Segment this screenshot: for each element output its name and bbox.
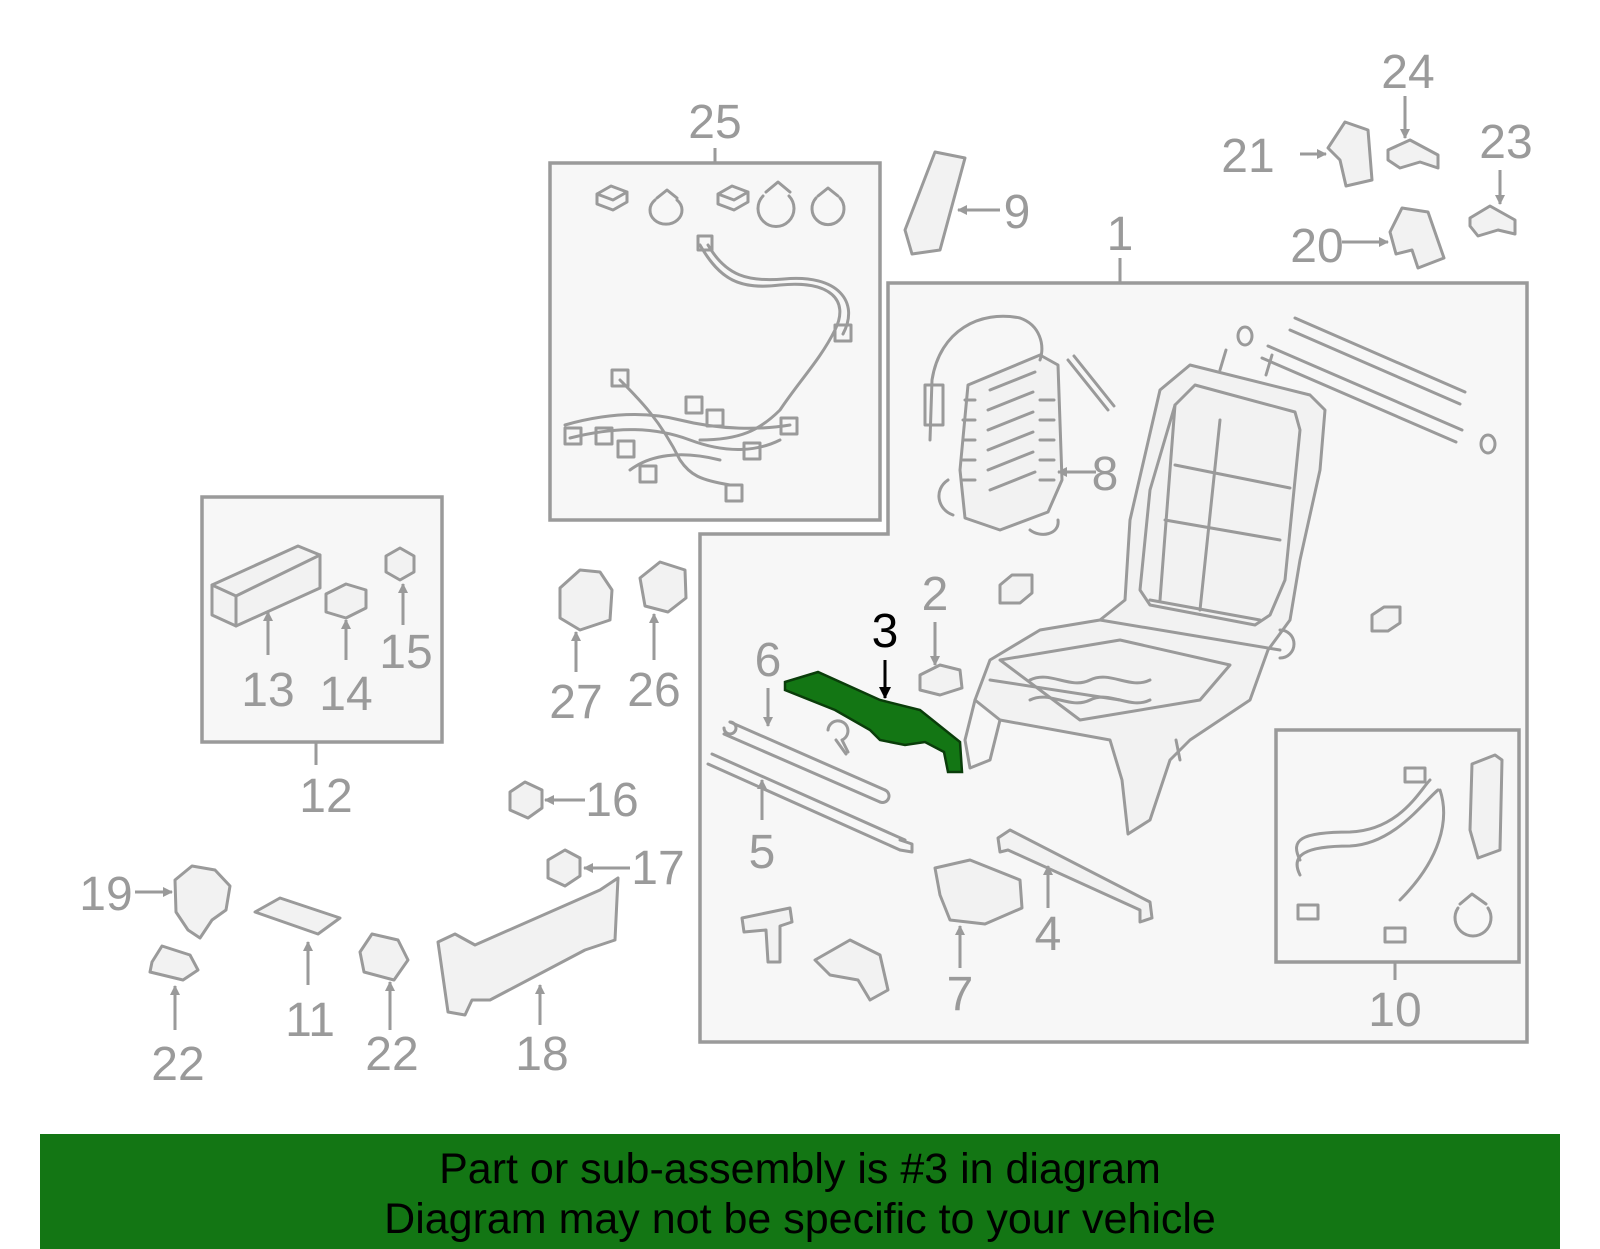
seat-frame-part-1	[963, 348, 1327, 836]
rods	[1236, 316, 1497, 455]
part-16	[508, 780, 544, 820]
callout-6: 6	[755, 634, 782, 687]
callout-4: 4	[1035, 908, 1062, 961]
part-10-harness	[1295, 753, 1504, 944]
callout-26: 26	[627, 664, 680, 717]
callout-15: 15	[379, 626, 432, 679]
callout-11: 11	[285, 994, 335, 1047]
part-5-rod	[706, 752, 907, 852]
callout-3: 3	[872, 605, 899, 658]
callout-7: 7	[947, 968, 974, 1021]
part-26	[638, 560, 688, 614]
part-24	[1386, 138, 1440, 170]
bracket-a	[740, 906, 794, 964]
callout-13: 13	[241, 664, 294, 717]
callout-9: 9	[1004, 186, 1031, 239]
part-14	[324, 582, 368, 620]
callout-20: 20	[1290, 220, 1343, 273]
highlighted-part-3	[783, 670, 964, 774]
part-18	[436, 876, 620, 1017]
wiring-harness-part-25	[563, 180, 853, 503]
part-27	[558, 568, 614, 632]
callout-10: 10	[1368, 984, 1421, 1037]
assembly-box-25	[548, 161, 882, 522]
bolt	[826, 719, 850, 756]
banner-line-1: Part or sub-assembly is #3 in diagram	[439, 1145, 1161, 1193]
part-22-left	[148, 944, 200, 982]
callout-22-right: 22	[365, 1028, 418, 1081]
part-23	[1468, 204, 1517, 238]
callout-24: 24	[1381, 46, 1434, 99]
callout-14: 14	[319, 668, 372, 721]
part-20	[1388, 206, 1446, 270]
part-17	[546, 848, 582, 888]
callout-18: 18	[515, 1028, 568, 1081]
clip-right	[1370, 605, 1402, 633]
callout-12: 12	[299, 770, 352, 823]
callout-17: 17	[631, 842, 684, 895]
callout-23: 23	[1479, 116, 1532, 169]
bracket-b	[813, 938, 890, 1002]
callout-25: 25	[688, 96, 741, 149]
part-22-right	[358, 932, 410, 982]
part-7	[933, 858, 1024, 926]
part-13	[210, 544, 322, 628]
callout-27: 27	[549, 676, 602, 729]
part-9	[903, 150, 967, 256]
part-4	[996, 828, 1154, 924]
callout-16: 16	[585, 774, 638, 827]
lumbar-support-part-8	[923, 314, 1116, 536]
callout-2: 2	[922, 568, 949, 621]
clip-near-seat	[998, 573, 1034, 605]
callout-8: 8	[1092, 448, 1119, 501]
part-6-rod	[722, 720, 887, 804]
callout-5: 5	[749, 826, 776, 879]
part-15	[384, 546, 416, 582]
banner-line-2: Diagram may not be specific to your vehi…	[384, 1195, 1216, 1243]
callout-1: 1	[1107, 208, 1134, 261]
info-banner: Part or sub-assembly is #3 in diagram Di…	[40, 1134, 1560, 1249]
part-11	[253, 896, 342, 936]
part-19	[173, 864, 232, 940]
callout-19: 19	[79, 868, 132, 921]
callout-22-left: 22	[151, 1038, 204, 1091]
part-21	[1326, 120, 1374, 188]
part-2	[918, 663, 964, 697]
callout-21: 21	[1221, 130, 1274, 183]
